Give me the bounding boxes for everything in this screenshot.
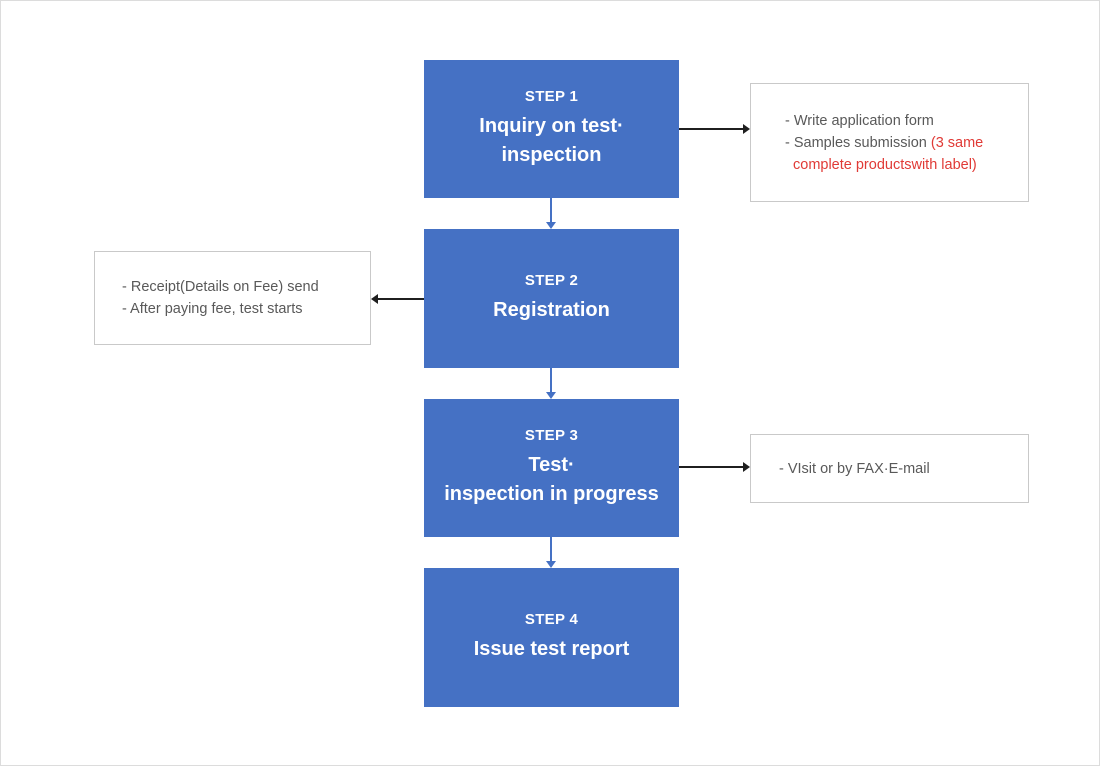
step3-title-line2: inspection in progress: [444, 483, 659, 505]
step3-title-line1: Test·: [528, 454, 575, 476]
step1-note-line3-red: complete productswith label): [793, 156, 977, 173]
connector-step2-note-arrow-icon: [371, 294, 378, 304]
step2-note-line1: - Receipt(Details on Fee) send: [122, 279, 319, 295]
connector-step3-step4-line: [550, 537, 552, 561]
connector-step1-step2-line: [550, 198, 552, 222]
step1-note-line1: - Write application form: [785, 112, 934, 129]
step3-label: STEP 3: [524, 427, 579, 444]
connector-step2-note-line: [378, 298, 424, 300]
step2-box: STEP 2 Registration: [424, 229, 679, 368]
step1-box: STEP 1 Inquiry on test· inspection: [424, 60, 679, 198]
step4-title-line1: Issue test report: [473, 638, 630, 660]
step2-note-box: - Receipt(Details on Fee) send - After p…: [94, 251, 371, 345]
connector-step1-note-line: [679, 128, 743, 130]
connector-step3-note-arrow-icon: [743, 462, 750, 472]
step1-note-line2-red: (3 same: [930, 134, 984, 151]
step2-title-line1: Registration: [493, 299, 610, 321]
step1-label: STEP 1: [524, 88, 579, 105]
step4-label: STEP 4: [524, 611, 579, 628]
connector-step3-note-line: [679, 466, 743, 468]
step3-note-box: - VIsit or by FAX·E-mail: [750, 434, 1029, 503]
connector-step1-step2-arrow-icon: [546, 222, 556, 229]
step1-title-line1: Inquiry on test·: [479, 115, 624, 137]
connector-step2-step3-arrow-icon: [546, 392, 556, 399]
step1-note-box: - Write application form - Samples submi…: [750, 83, 1029, 202]
step2-label: STEP 2: [524, 272, 579, 289]
step1-note-line2-text: - Samples submission: [785, 134, 931, 151]
connector-step3-step4-arrow-icon: [546, 561, 556, 568]
step1-note-line2: - Samples submission (3 same: [785, 132, 1028, 154]
step2-note-line2: - After paying fee, test starts: [122, 301, 303, 317]
step4-box: STEP 4 Issue test report: [424, 568, 679, 707]
step1-title-line2: inspection: [501, 144, 602, 166]
step3-note-line1: - VIsit or by FAX·E-mail: [779, 460, 930, 477]
connector-step1-note-arrow-icon: [743, 124, 750, 134]
step3-box: STEP 3 Test· inspection in progress: [424, 399, 679, 537]
connector-step2-step3-line: [550, 368, 552, 392]
